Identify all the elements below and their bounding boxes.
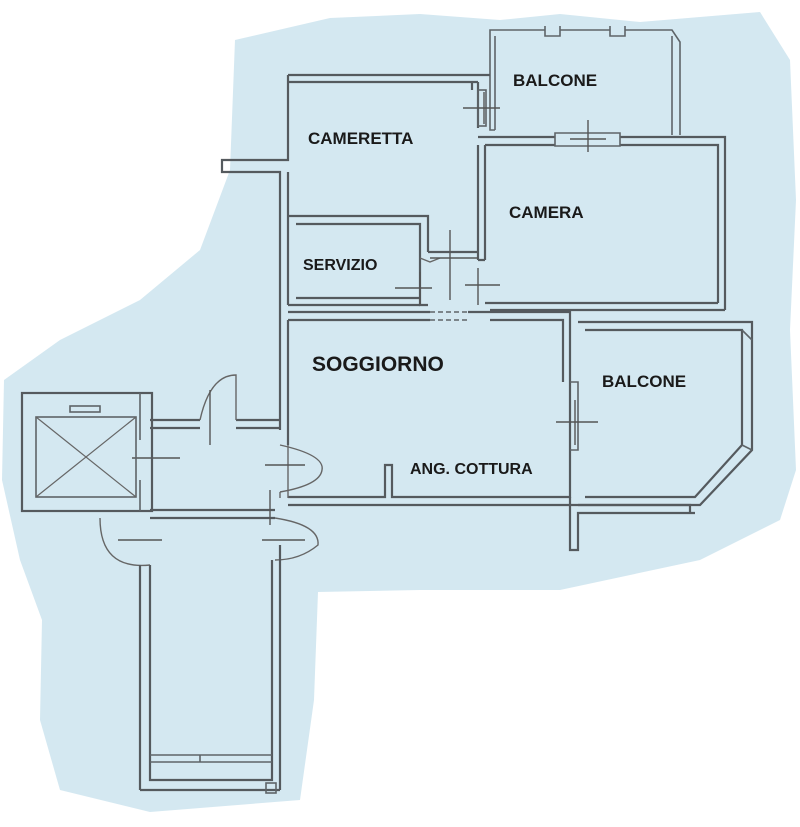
elevator-shaft — [20, 391, 154, 513]
balcony-top — [489, 26, 681, 135]
paper-background — [2, 12, 796, 812]
room-label-soggiorno: SOGGIORNO — [312, 353, 444, 376]
landing-area — [99, 374, 323, 567]
outer-walls — [220, 73, 754, 552]
room-label-cameretta: CAMERETTA — [308, 129, 413, 148]
room-label-ang-cottura: ANG. COTTURA — [410, 461, 533, 478]
room-label-balcone-right: BALCONE — [602, 372, 686, 391]
room-label-servizio: SERVIZIO — [303, 257, 377, 274]
room-label-camera: CAMERA — [509, 203, 584, 222]
room-label-balcone-top: BALCONE — [513, 71, 597, 90]
common-corridor — [138, 545, 282, 794]
internal-doors — [395, 89, 500, 305]
